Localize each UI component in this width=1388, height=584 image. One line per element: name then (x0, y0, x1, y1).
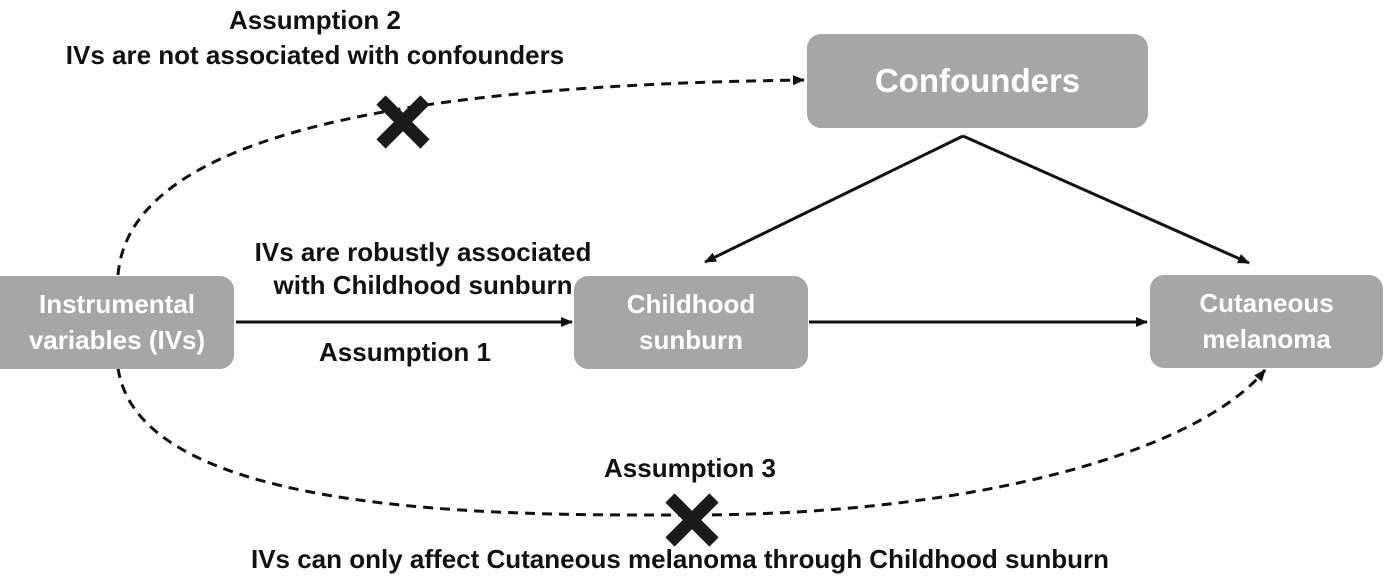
cross-icon (665, 493, 719, 547)
assumption3-text-content: IVs can only affect Cutaneous melanoma t… (250, 544, 1110, 574)
instrumental-variables-node: Instrumental variables (IVs) (0, 276, 234, 369)
assumption1-text-line2: with Childhood sunburn (273, 269, 573, 300)
assumption2-title: Assumption 2 (229, 5, 401, 35)
instrumental-variables-label-line1: Instrumental (38, 289, 196, 320)
cross-icon (376, 95, 430, 149)
assumption1-title-text: Assumption 1 (319, 337, 491, 367)
childhood-sunburn-label-line2: sunburn (639, 324, 743, 355)
cutaneous-melanoma-label-line1: Cutaneous (1199, 288, 1334, 319)
cutaneous-melanoma-node: Cutaneous melanoma (1150, 275, 1383, 368)
confounders-to-outcome-arrow (962, 134, 1250, 265)
assumption2-dashed-arrow (116, 75, 805, 276)
cutaneous-melanoma-label-line2: melanoma (1202, 323, 1331, 354)
childhood-sunburn-label-line1: Childhood (626, 289, 756, 320)
assumption2-text: IVs are not associated with confounders (65, 40, 565, 71)
instrumental-variables-label-line2: variables (IVs) (28, 324, 206, 355)
assumption3-dashed-arrow (116, 367, 1267, 517)
assumption1-text-line1: IVs are robustly associated (254, 237, 592, 267)
assumption3-title: Assumption 3 (540, 451, 840, 486)
confounders-to-exposure-arrow (704, 134, 964, 264)
assumption2-label: Assumption 2 IVs are not associated with… (0, 3, 630, 73)
assumption3-title-text: Assumption 3 (604, 453, 776, 483)
assumption1-title: Assumption 1 (250, 335, 560, 370)
confounders-node: Confounders (807, 34, 1148, 128)
confounders-label: Confounders (874, 61, 1081, 99)
assumption3-text: IVs can only affect Cutaneous melanoma t… (130, 542, 1230, 577)
childhood-sunburn-node: Childhood sunburn (574, 276, 808, 369)
assumption1-description: IVs are robustly associated with Childho… (218, 236, 628, 301)
